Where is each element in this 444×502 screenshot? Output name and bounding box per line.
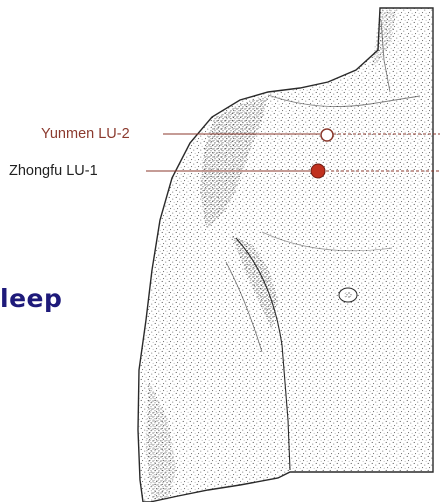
zhongfu-label: Zhongfu LU-1: [9, 163, 98, 179]
yunmen-label: Yunmen LU-2: [41, 126, 130, 142]
body-outline: [138, 8, 433, 502]
yunmen-point-marker: [321, 129, 333, 141]
zhongfu-point-marker: [311, 164, 325, 178]
side-text-fragment: leep: [0, 284, 62, 314]
